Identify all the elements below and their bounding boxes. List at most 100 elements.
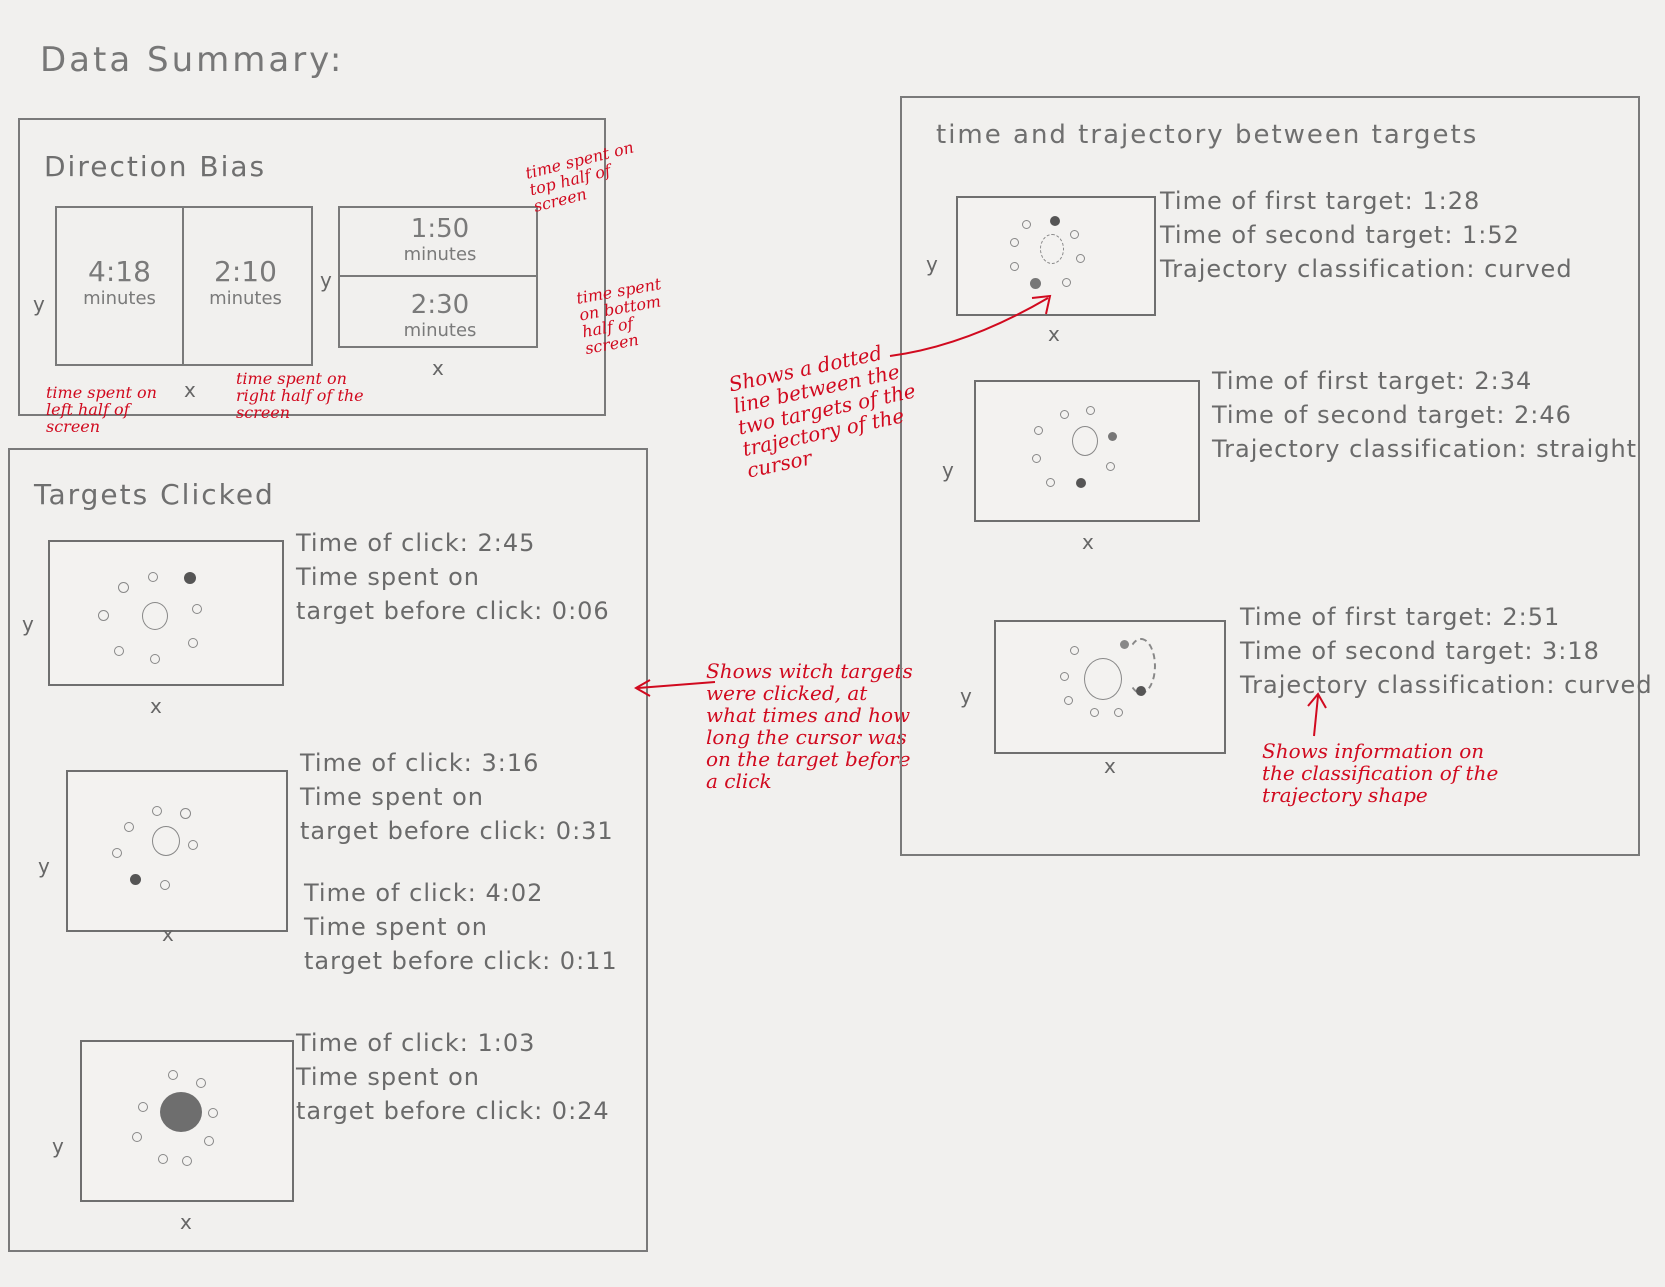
target-ring: [192, 604, 202, 614]
trajectory-classification: Trajectory classification: curved: [1160, 255, 1573, 283]
thumb1-x-axis: x: [150, 694, 162, 718]
trajectory-entry-2: Time of first target: 2:34 Time of secon…: [1212, 364, 1637, 466]
center-target: [1040, 234, 1064, 264]
thumb2-y-axis: y: [38, 854, 50, 878]
thumb3-x-axis: x: [180, 1210, 192, 1234]
trajectory-thumbnail: [994, 620, 1226, 754]
target-ring: [182, 1156, 192, 1166]
top-half-value: 1:50 minutes: [380, 214, 500, 265]
time-spent-label: Time spent on: [304, 913, 489, 941]
click-time: Time of click: 4:02: [304, 879, 544, 907]
bottom-half-value: 2:30 minutes: [380, 290, 500, 341]
left-time: 4:18: [88, 255, 151, 288]
second-target-dot: [1076, 478, 1086, 488]
center-target: [142, 602, 168, 630]
arrow-to-targets-panel: [633, 679, 716, 697]
targets-clicked-title: Targets Clicked: [34, 478, 275, 511]
trajectory-thumbnail: [956, 196, 1156, 316]
target-ring: [124, 822, 134, 832]
click-time: Time of click: 3:16: [300, 749, 540, 777]
second-target-dot: [1030, 278, 1041, 289]
right-unit: minutes: [209, 288, 282, 309]
target-ring: [118, 582, 129, 593]
targets-clicked-panel: [8, 448, 648, 1252]
direction-bias-panel: [18, 118, 606, 416]
left-unit: minutes: [83, 288, 156, 309]
target-ring: [208, 1108, 218, 1118]
clicked-target-dot: [184, 572, 196, 584]
target-ring: [1106, 462, 1115, 471]
center-target: [1084, 658, 1122, 700]
click-entry-2: Time of click: 3:16 Time spent on target…: [300, 746, 614, 848]
second-target-dot: [1136, 686, 1146, 696]
note-classification: Shows information on the classification …: [1262, 739, 1499, 807]
click-time: Time of click: 2:45: [296, 529, 536, 557]
top-bottom-divider: [338, 275, 538, 277]
note-right-half: time spent on right half of the screen: [236, 369, 364, 422]
top-bottom-split-box: [338, 206, 538, 348]
traj3-x-axis: x: [1104, 754, 1116, 778]
trajectory-entry-1: Time of first target: 1:28 Time of secon…: [1160, 184, 1573, 286]
second-target-time: Time of second target: 3:18: [1240, 637, 1600, 665]
click-entry-3: Time of click: 4:02 Time spent on target…: [304, 876, 618, 978]
target-ring: [188, 840, 198, 850]
second-target-time: Time of second target: 1:52: [1160, 221, 1520, 249]
trajectory-thumbnail: [974, 380, 1200, 522]
time-spent-label: Time spent on: [300, 783, 485, 811]
target-ring: [152, 806, 162, 816]
trajectory-panel: [900, 96, 1640, 856]
target-ring: [1114, 708, 1123, 717]
lr-x-axis: x: [184, 378, 196, 402]
page-title: Data Summary:: [40, 40, 345, 80]
time-spent-value: target before click: 0:24: [296, 1097, 610, 1125]
first-target-dot: [1120, 640, 1129, 649]
arrow-to-dotted-line: [889, 294, 1052, 357]
note-targets-clicked: Shows witch targets were clicked, at wha…: [706, 659, 913, 793]
traj1-x-axis: x: [1048, 322, 1060, 346]
thumb1-y-axis: y: [22, 612, 34, 636]
first-target-time: Time of first target: 2:34: [1212, 367, 1533, 395]
target-thumbnail: [80, 1040, 294, 1202]
target-ring: [112, 848, 122, 858]
target-ring: [150, 654, 160, 664]
target-ring: [160, 880, 170, 890]
target-thumbnail: [66, 770, 288, 932]
target-ring: [1086, 406, 1095, 415]
click-entry-1: Time of click: 2:45 Time spent on target…: [296, 526, 610, 628]
target-ring: [148, 572, 158, 582]
target-ring: [196, 1078, 206, 1088]
trajectory-entry-3: Time of first target: 2:51 Time of secon…: [1240, 600, 1653, 702]
target-ring: [168, 1070, 178, 1080]
target-ring: [180, 808, 191, 819]
target-ring: [1060, 410, 1069, 419]
first-target-dot: [1050, 216, 1060, 226]
target-ring: [1022, 220, 1031, 229]
target-ring: [98, 610, 109, 621]
thumb2-x-axis: x: [162, 922, 174, 946]
target-ring: [1064, 696, 1073, 705]
traj2-x-axis: x: [1082, 530, 1094, 554]
target-ring: [158, 1154, 168, 1164]
target-ring: [1034, 426, 1043, 435]
first-target-time: Time of first target: 2:51: [1240, 603, 1561, 631]
trajectory-classification: Trajectory classification: straight: [1212, 435, 1638, 463]
target-ring: [1032, 454, 1041, 463]
left-right-split-box: [55, 206, 313, 366]
time-spent-label: Time spent on: [296, 1063, 481, 1091]
traj3-y-axis: y: [960, 684, 972, 708]
right-half-value: 2:10 minutes: [188, 255, 303, 309]
time-spent-value: target before click: 0:31: [300, 817, 614, 845]
click-time: Time of click: 1:03: [296, 1029, 536, 1057]
top-time: 1:50: [410, 214, 470, 244]
second-target-time: Time of second target: 2:46: [1212, 401, 1572, 429]
target-ring: [132, 1132, 142, 1142]
center-target: [152, 826, 180, 856]
thumb3-y-axis: y: [52, 1134, 64, 1158]
first-target-time: Time of first target: 1:28: [1160, 187, 1481, 215]
center-target: [1072, 426, 1098, 456]
left-half-value: 4:18 minutes: [62, 255, 177, 309]
clicked-target-dot: [130, 874, 141, 885]
lr-y-axis: y: [33, 292, 45, 316]
target-ring: [1060, 672, 1069, 681]
traj2-y-axis: y: [942, 458, 954, 482]
